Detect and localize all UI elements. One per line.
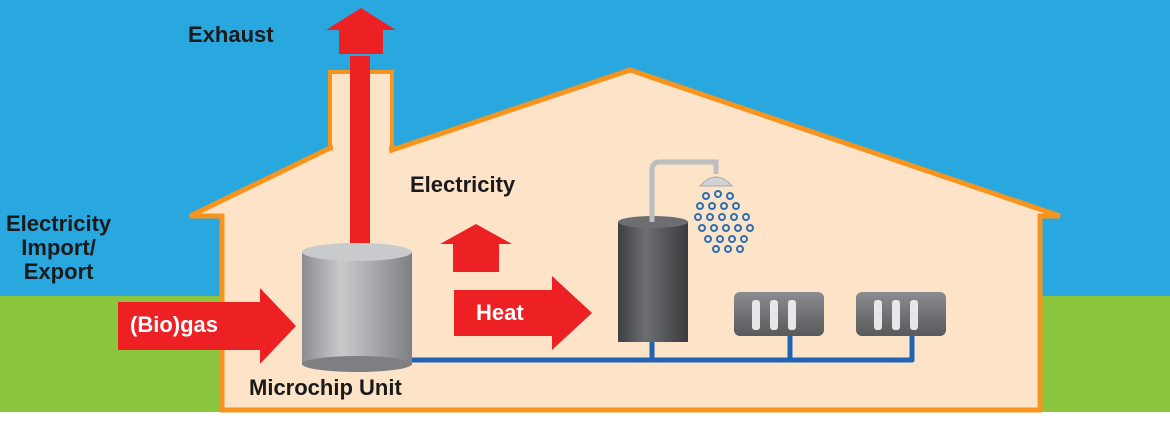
shower-head-icon (698, 176, 734, 187)
radiator-left (734, 292, 824, 336)
pipe-network (397, 329, 915, 363)
electricity-arrow (440, 224, 512, 272)
biogas-label: (Bio)gas (130, 312, 218, 337)
heat-arrow (454, 276, 592, 350)
electricity-import-export-label: Electricity Import/ Export (6, 212, 111, 284)
electricity-label: Electricity (410, 172, 516, 197)
shower-pipe (649, 159, 719, 222)
exhaust-pipe (350, 56, 370, 248)
import-label-line-1: Electricity (6, 211, 112, 236)
water-drops (694, 190, 754, 253)
biogas-arrow (118, 288, 296, 364)
exhaust-label: Exhaust (188, 22, 274, 47)
ground-white (0, 412, 1170, 430)
import-label-line-2: Import/ (21, 235, 96, 260)
heat-label: Heat (476, 300, 524, 325)
water-tank (618, 216, 688, 342)
microchip-unit-label: Microchip Unit (249, 375, 402, 400)
radiator-right (856, 292, 946, 336)
exhaust-arrow (326, 8, 396, 54)
import-label-line-3: Export (23, 259, 94, 284)
microchip-unit-cylinder (302, 243, 412, 372)
